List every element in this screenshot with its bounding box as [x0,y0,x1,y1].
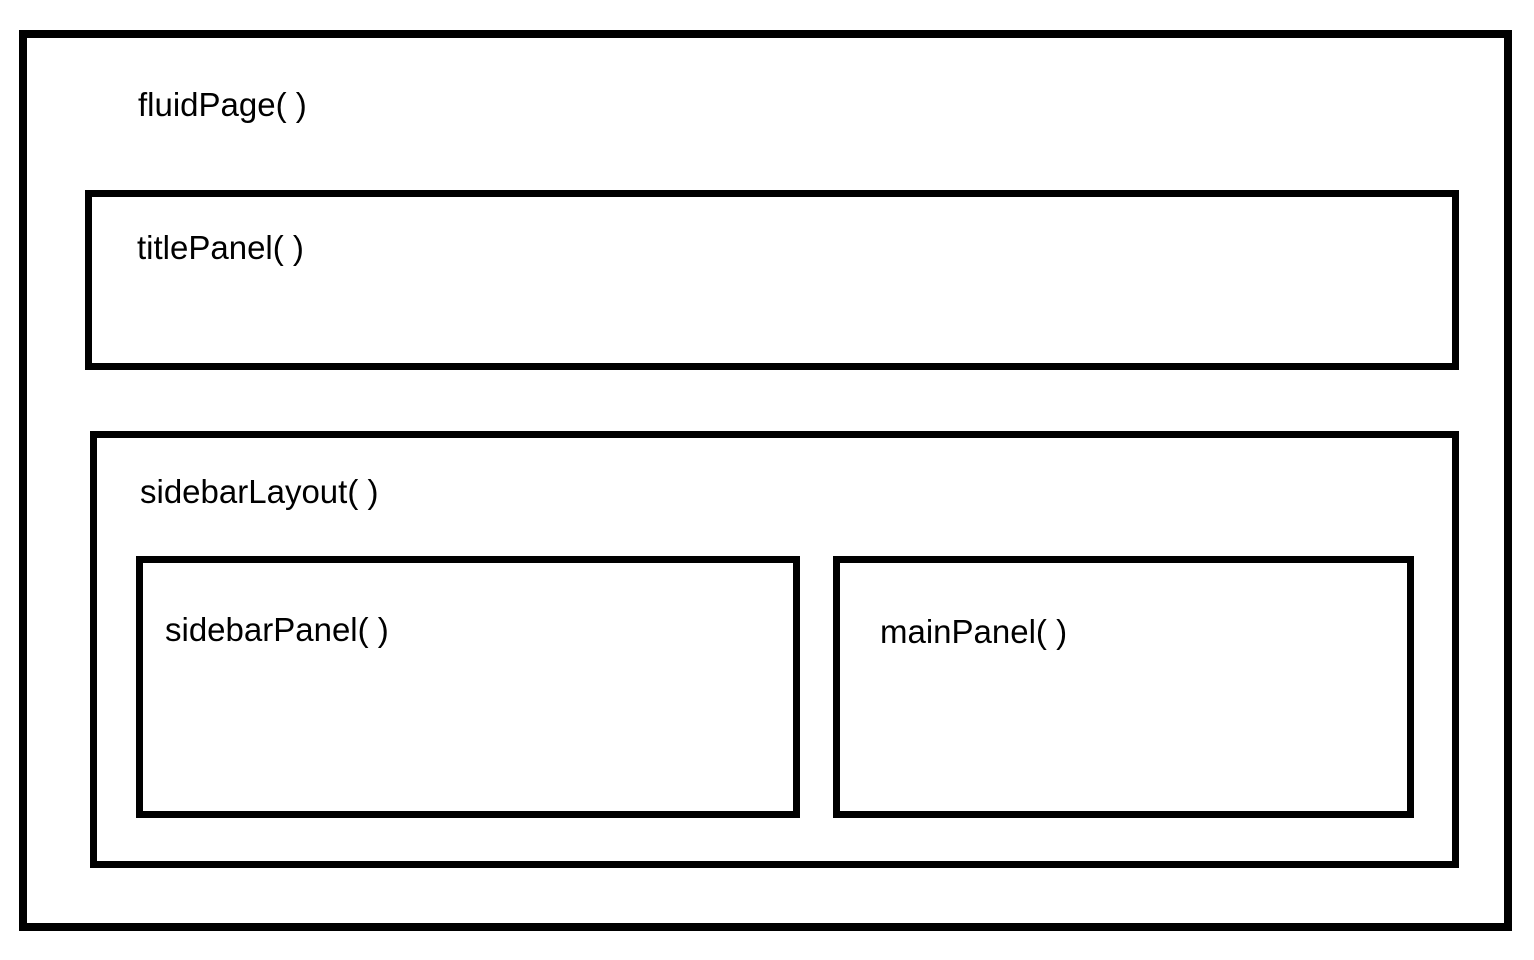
fluidpage-label: fluidPage( ) [138,86,307,123]
titlepanel-label: titlePanel( ) [137,229,304,266]
sidebarpanel-box: sidebarPanel( ) [136,556,800,818]
fluidpage-box: fluidPage( ) titlePanel( ) sidebarLayout… [19,30,1512,931]
titlepanel-box: titlePanel( ) [85,190,1459,370]
sidebarlayout-label: sidebarLayout( ) [140,473,379,510]
sidebarlayout-box: sidebarLayout( ) sidebarPanel( ) mainPan… [90,431,1459,868]
mainpanel-box: mainPanel( ) [833,556,1414,818]
mainpanel-label: mainPanel( ) [880,613,1068,650]
sidebarpanel-label: sidebarPanel( ) [165,611,389,648]
